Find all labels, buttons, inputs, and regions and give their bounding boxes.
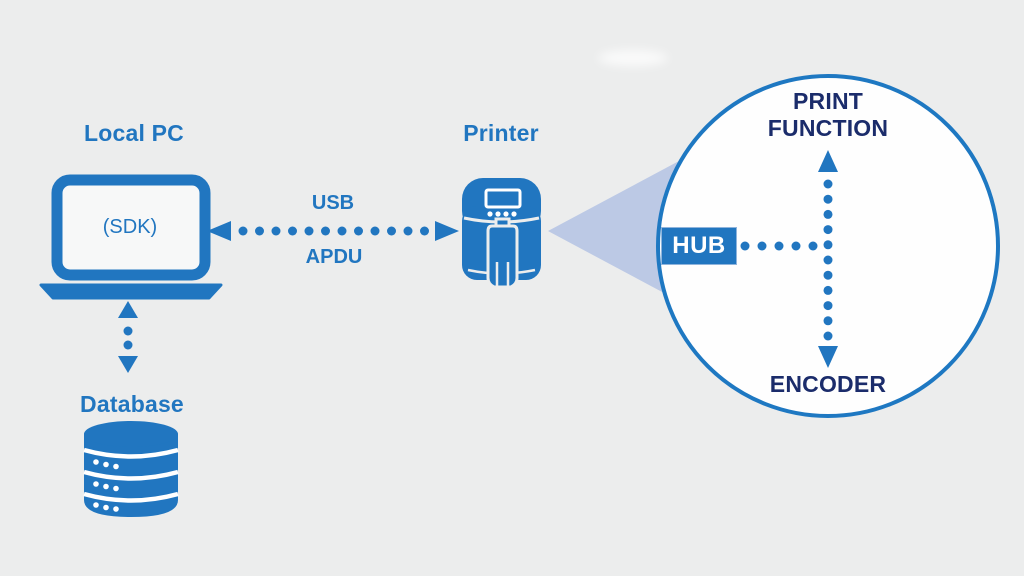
printer-label: Printer (463, 120, 539, 146)
arrow-down-icon (818, 346, 838, 368)
arrow-down-icon (118, 356, 138, 373)
sdk-text: (SDK) (102, 216, 158, 238)
pc-database-link (118, 301, 138, 373)
arrow-right-icon (435, 221, 459, 241)
hub-link (740, 241, 818, 251)
encoder-label: ENCODER (769, 371, 887, 397)
print-encoder-link (818, 150, 838, 368)
database-icon (83, 421, 179, 517)
laptop-icon (39, 174, 223, 300)
dotted-line (740, 241, 818, 251)
background-smudge (598, 50, 668, 66)
usb-label: USB (311, 192, 355, 214)
arrow-left-icon (207, 221, 231, 241)
pc-printer-link (207, 221, 459, 241)
hub-label: HUB (672, 232, 726, 259)
dotted-line (823, 179, 833, 341)
card-printer-icon (462, 178, 541, 289)
arrow-up-icon (818, 150, 838, 172)
local-pc-label: Local PC (83, 120, 184, 146)
database-label: Database (80, 391, 184, 417)
dotted-line (238, 226, 429, 236)
apdu-label: APDU (305, 246, 363, 268)
arrow-up-icon (118, 301, 138, 318)
hub-badge: HUB (661, 227, 737, 265)
print-function-label: PRINT FUNCTION (767, 88, 889, 141)
